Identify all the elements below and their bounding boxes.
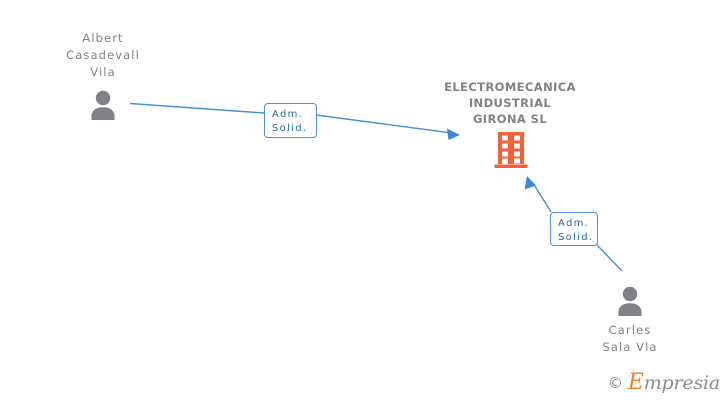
person-icon[interactable]	[86, 90, 120, 120]
person-albert-label: Albert Casadevall Vila	[66, 31, 140, 79]
brand-initial: E	[627, 370, 644, 395]
relation-label-carles-line1: Adm.	[558, 218, 590, 229]
watermark: © Empresia	[608, 372, 720, 394]
arrowhead-to-company-albert	[447, 128, 460, 140]
person-carles-label: Carles Sala Vla	[602, 323, 658, 354]
relation-label-albert[interactable]: Adm. Solid.	[264, 103, 317, 138]
copyright-icon: ©	[607, 373, 623, 392]
arrowhead-to-company-carles	[524, 176, 536, 190]
relation-label-albert-line1: Adm.	[272, 109, 304, 120]
relation-label-albert-line2: Solid.	[272, 123, 308, 134]
company-name-label: ELECTROMECANICA INDUSTRIAL GIRONA SL	[444, 80, 576, 126]
brand-rest: mpresia	[643, 372, 720, 394]
building-icon[interactable]	[494, 132, 528, 168]
relation-label-carles[interactable]: Adm. Solid.	[550, 212, 598, 246]
edge-label-to-company-carles	[532, 182, 552, 213]
edge-person-carles-to-label	[596, 244, 623, 272]
brand-name: Empresia	[628, 372, 720, 394]
relation-label-carles-line2: Solid.	[558, 232, 594, 243]
edge-person-albert-to-label	[129, 102, 265, 114]
edge-label-to-company-albert	[315, 114, 453, 134]
person-icon[interactable]	[613, 286, 647, 316]
